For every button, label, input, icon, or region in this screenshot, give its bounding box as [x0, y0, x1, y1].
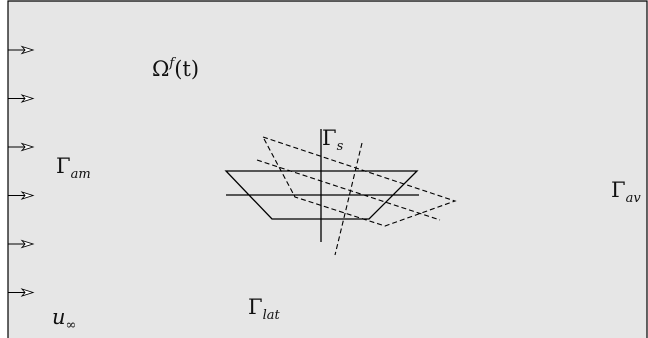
fluid-domain-region	[8, 1, 647, 338]
inflow-arrow-head	[20, 142, 35, 152]
inflow-arrow-head	[20, 288, 35, 297]
structure-boundary-label: Γs	[322, 126, 344, 154]
displaced-vertical-axis	[334, 142, 363, 256]
inflow-arrow-head	[20, 191, 35, 200]
inflow-arrow	[8, 45, 35, 55]
outlet-boundary-label: Γav	[611, 178, 641, 206]
structure-reference-position	[224, 129, 419, 242]
inlet-boundary-label: Γam	[56, 154, 91, 182]
inflow-arrow	[8, 142, 35, 152]
inflow-arrow	[8, 191, 35, 200]
displaced-horizontal-axis	[256, 159, 441, 221]
fluid-domain-label: Ωf(t)	[152, 56, 200, 81]
inflow-arrow-head	[20, 45, 35, 55]
inflow-arrow	[8, 239, 35, 249]
inflow-arrow	[8, 288, 35, 297]
domain-boundary	[7, 0, 648, 338]
inflow-arrow-head	[20, 239, 35, 249]
freestream-velocity-label: u∞	[52, 305, 77, 333]
inflow-arrows	[8, 45, 35, 297]
structure-trapezoid-dashed	[261, 136, 457, 227]
structure-trapezoid-solid	[224, 170, 419, 220]
inflow-arrow	[8, 94, 35, 103]
inflow-arrow-head	[20, 94, 35, 103]
structure-displaced-position	[256, 136, 457, 256]
lateral-boundary-label: Γlat	[248, 295, 280, 323]
